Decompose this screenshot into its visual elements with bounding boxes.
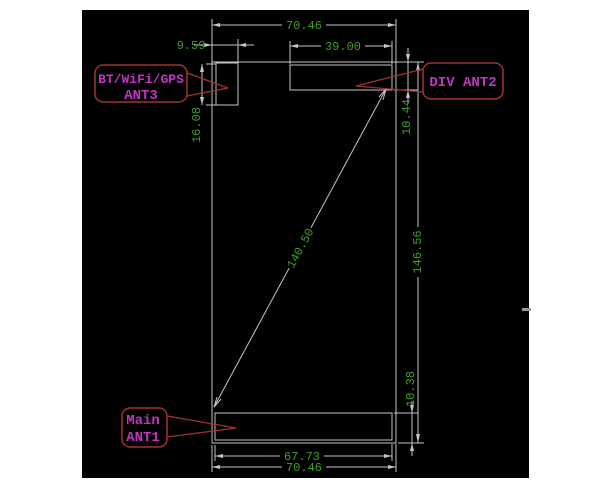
dim-board-height: 146.56 — [411, 230, 425, 273]
ant1-label-line2: ANT1 — [126, 430, 160, 446]
dim-ant2-depth: 10.44 — [400, 99, 414, 135]
dim-board-width-top: 70.46 — [286, 19, 322, 33]
dim-ant3-inset: 9.59 — [177, 39, 206, 53]
dim-diagonal-span: 140.50 — [284, 226, 317, 271]
callout-layer — [94, 62, 504, 448]
ant2-callout-box — [422, 62, 504, 100]
dim-board-width-bottom: 70.46 — [286, 461, 322, 475]
ant3-callout-box — [94, 64, 188, 103]
dim-ant1-depth: 10.38 — [404, 371, 418, 407]
ant3-label-line2: ANT3 — [124, 88, 158, 104]
ant1-label-line1: Main — [126, 413, 160, 429]
ant3-label-line1: BT/WiFi/GPS — [98, 72, 184, 87]
ant3-region — [215, 62, 239, 106]
dim-ant3-height: 16.08 — [190, 107, 204, 143]
callout-leader-lines — [166, 68, 424, 438]
label-text-layer: BT/WiFi/GPS ANT3 DIV ANT2 Main ANT1 — [98, 72, 497, 446]
arrowheads — [200, 23, 420, 469]
diagonal-arrowhead-bottom — [213, 396, 222, 408]
text-line-gaps — [280, 19, 424, 473]
edge-tick — [522, 308, 531, 311]
ant2-region — [289, 64, 393, 91]
ant1-callout-box — [121, 407, 168, 448]
ant1-region — [214, 412, 393, 441]
dim-ant1-width: 67.73 — [284, 450, 320, 464]
extension-lines — [206, 19, 424, 472]
pcb-outline — [211, 61, 397, 444]
ant2-label: DIV ANT2 — [429, 75, 496, 91]
dim-ant2-width: 39.00 — [325, 40, 361, 54]
